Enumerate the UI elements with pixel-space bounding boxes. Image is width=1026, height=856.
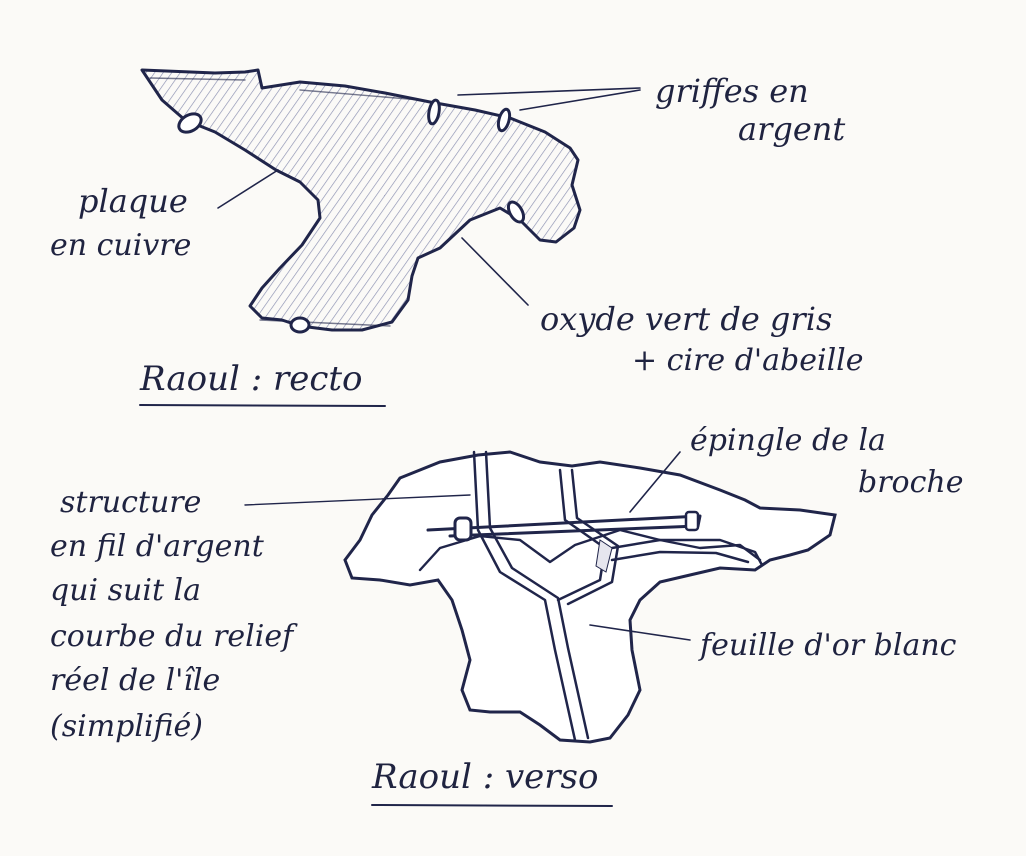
structure-label-line4: courbe du relief	[50, 619, 298, 654]
verso-title: Raoul : verso	[371, 757, 598, 797]
feuille-label: feuille d'or blanc	[698, 628, 957, 663]
recto-title-underline	[140, 405, 385, 406]
island-outline	[345, 452, 835, 742]
plaque-leader-line	[218, 170, 278, 208]
silver-claw	[291, 318, 309, 332]
oxyde-leader-line	[462, 238, 528, 305]
verso-drawing	[345, 452, 835, 742]
plaque-label-line1: plaque	[78, 182, 188, 220]
griffes-label-line2: argent	[738, 110, 845, 148]
plaque-label-line2: en cuivre	[50, 228, 191, 263]
recto-drawing	[142, 70, 580, 332]
recto-title: Raoul : recto	[139, 359, 363, 399]
structure-label-line6: (simplifié)	[50, 709, 203, 744]
structure-label-line1: structure	[60, 485, 201, 520]
structure-label-line3: qui suit la	[50, 573, 201, 608]
epingle-label-line1: épingle de la	[690, 423, 886, 458]
structure-label-line2: en fil d'argent	[50, 529, 265, 564]
epingle-label-line2: broche	[858, 465, 963, 500]
griffes-leader-line	[458, 88, 640, 110]
griffes-label-line1: griffes en	[655, 72, 809, 110]
oxyde-label-line2: + cire d'abeille	[632, 343, 864, 378]
oxyde-label-line1: oxyde vert de gris	[540, 300, 832, 338]
verso-title-underline	[372, 805, 612, 806]
structure-label-line5: réel de l'île	[50, 663, 220, 698]
